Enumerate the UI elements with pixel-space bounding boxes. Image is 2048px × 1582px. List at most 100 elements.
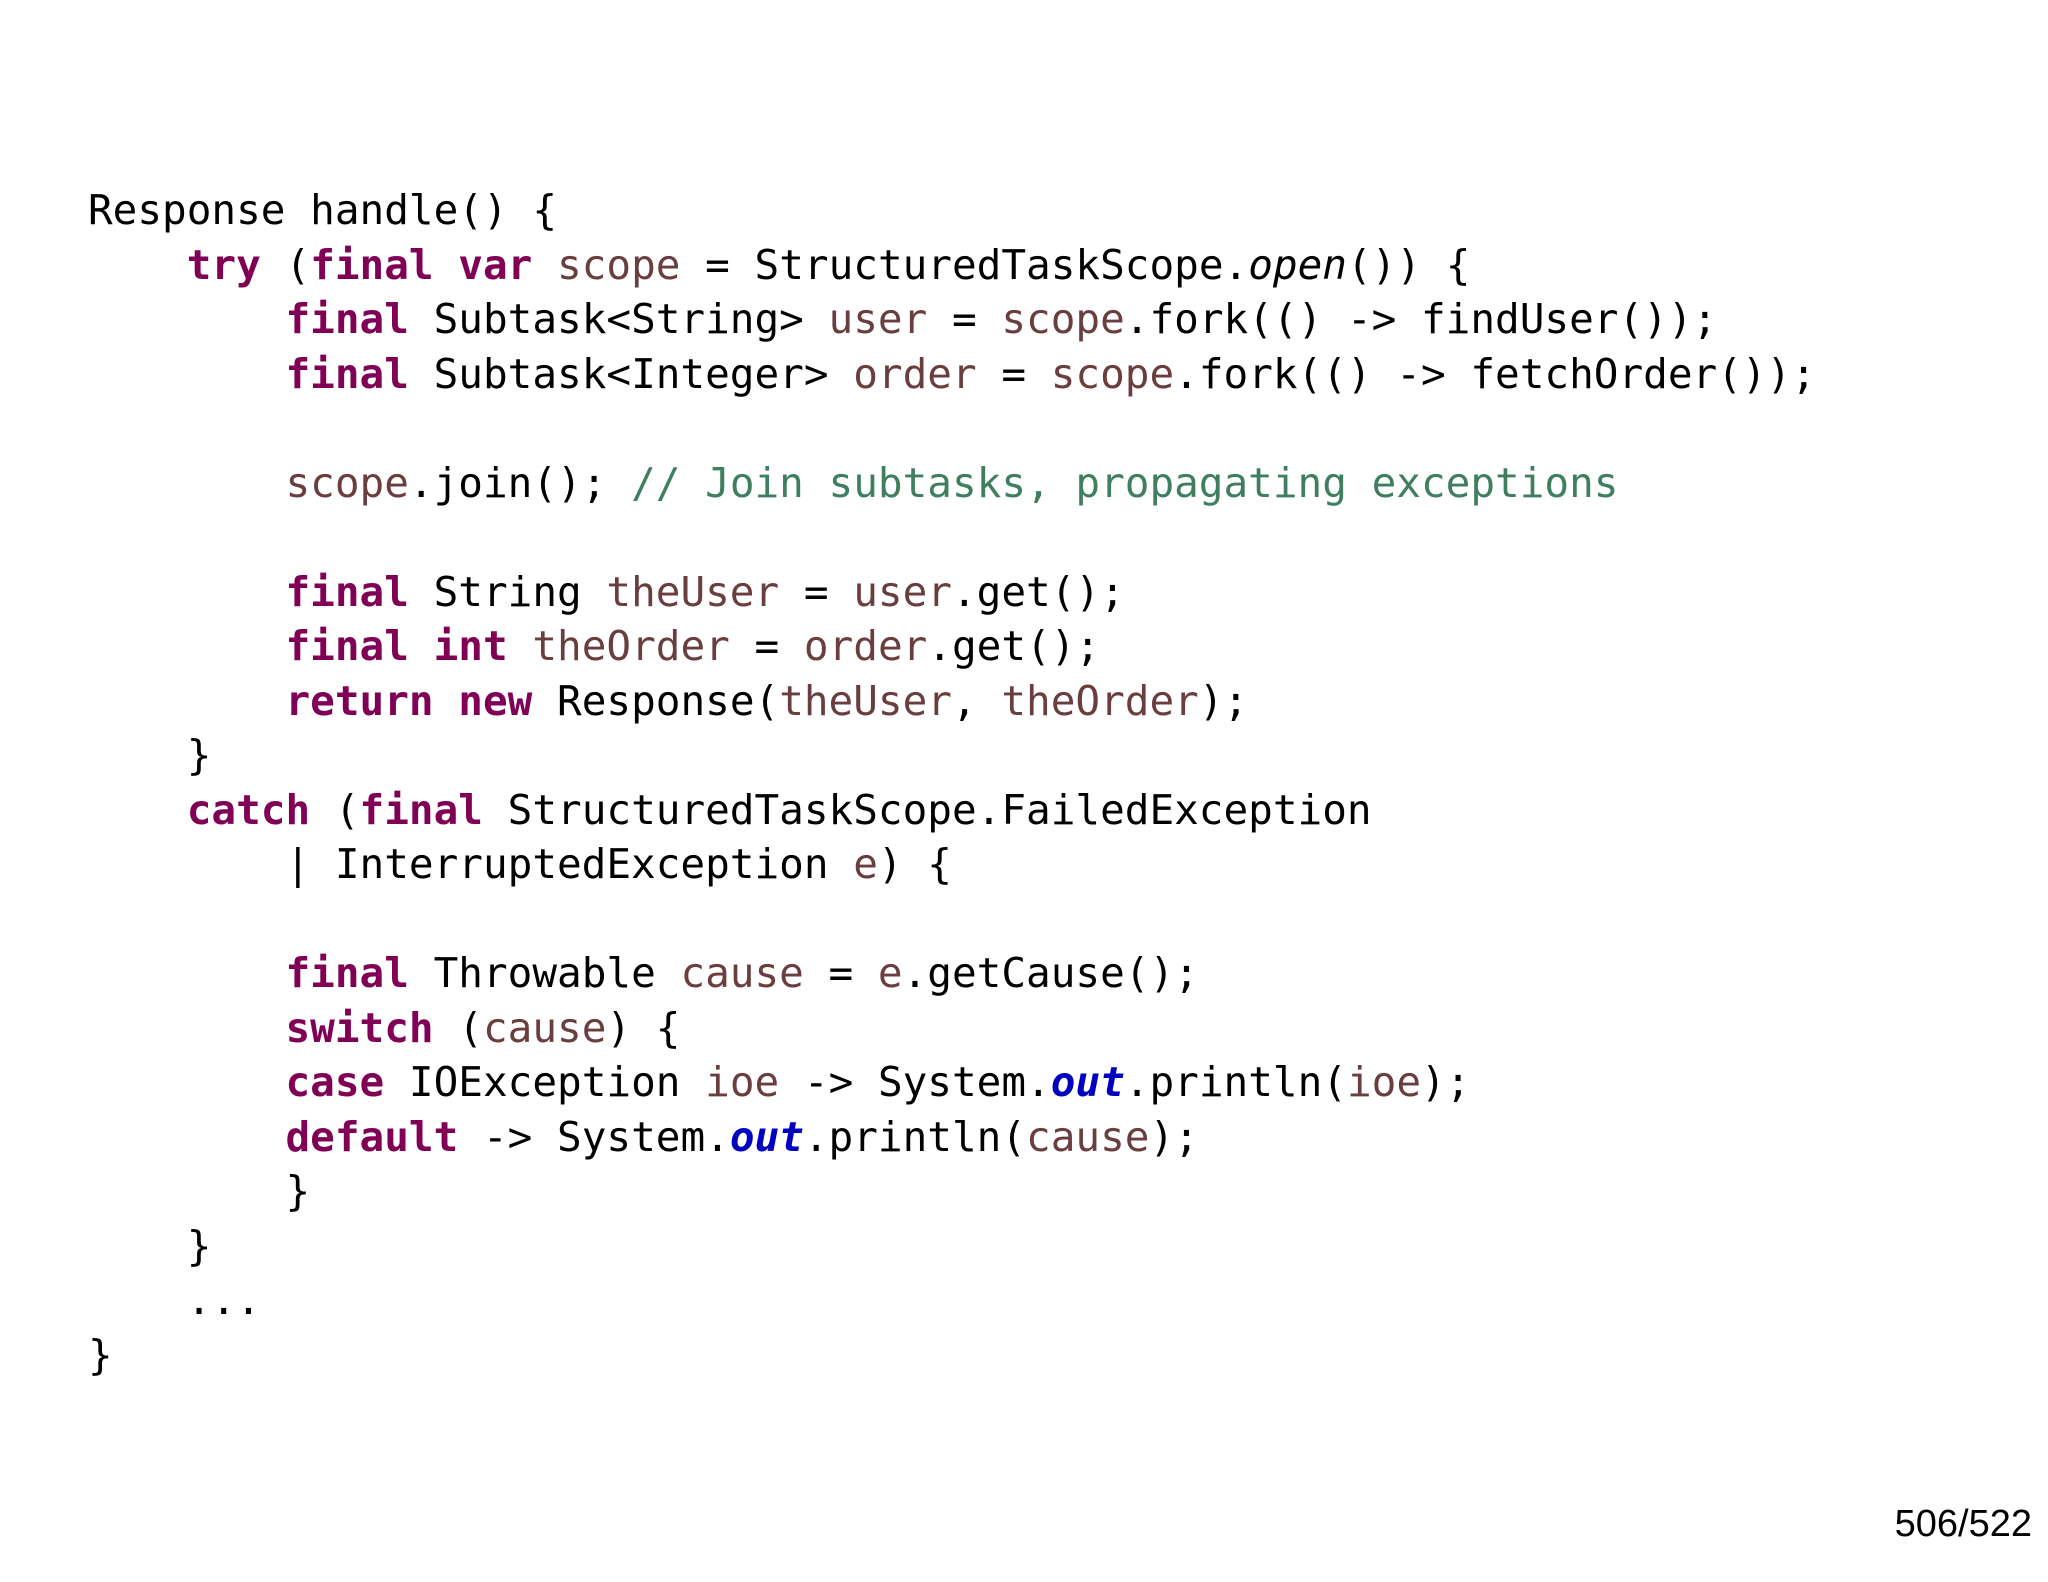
code-token: = — [779, 567, 854, 616]
variable-token: ioe — [1346, 1058, 1422, 1106]
code-line: final Subtask<String> user = scope.fork(… — [88, 292, 1816, 347]
code-token: .fork(() -> fetchOrder()); — [1174, 349, 1816, 398]
code-line: final String theUser = user.get(); — [88, 565, 1816, 620]
code-token: IOException — [384, 1058, 706, 1106]
code-line: ... — [88, 1273, 1816, 1328]
code-token: ) { — [877, 840, 952, 888]
variable-token: theUser — [779, 676, 952, 725]
variable-token: e — [877, 949, 903, 997]
code-line: return new Response(theUser, theOrder); — [88, 674, 1816, 729]
variable-token: cause — [680, 949, 804, 997]
variable-token: user — [853, 567, 952, 616]
code-token — [88, 350, 285, 398]
code-token — [88, 677, 285, 725]
code-token: ()) { — [1346, 240, 1471, 289]
code-token: .getCause(); — [902, 949, 1199, 997]
keyword-token: final — [285, 349, 409, 398]
code-token: Response handle() { — [88, 186, 557, 234]
code-line: | InterruptedException e) { — [88, 837, 1816, 892]
code-token: String — [408, 567, 607, 616]
code-token: | InterruptedException — [88, 840, 854, 888]
code-token: ); — [1149, 1112, 1199, 1161]
code-line: default -> System.out.println(cause); — [88, 1110, 1816, 1165]
code-line: scope.join(); // Join subtasks, propagat… — [88, 456, 1816, 511]
code-token — [88, 622, 285, 670]
variable-token: scope — [285, 458, 409, 507]
keyword-token: return — [285, 676, 434, 725]
keyword-token: try — [186, 240, 261, 289]
code-token: .println( — [803, 1112, 1027, 1161]
code-token — [434, 241, 459, 289]
keyword-token: switch — [285, 1003, 434, 1052]
code-token: } — [88, 1221, 212, 1270]
code-token: -> System. — [779, 1058, 1051, 1106]
code-block: Response handle() { try (final var scope… — [88, 183, 1816, 1382]
code-token: Subtask<String> — [408, 295, 829, 343]
code-token — [88, 568, 285, 616]
code-token — [508, 622, 533, 670]
code-line: } — [88, 728, 1816, 783]
code-token: ) { — [606, 1003, 681, 1052]
variable-token: e — [853, 840, 878, 888]
code-token: .join(); — [408, 458, 632, 507]
code-line: try (final var scope = StructuredTaskSco… — [88, 238, 1816, 293]
variable-token: order — [853, 349, 977, 398]
code-token: } — [88, 1330, 113, 1379]
code-token: = StructuredTaskScope. — [680, 240, 1249, 289]
code-token: Subtask<Integer> — [408, 349, 854, 398]
code-token: } — [88, 731, 212, 779]
keyword-token: var — [458, 240, 533, 289]
keyword-token: catch — [186, 785, 311, 834]
variable-token: theUser — [606, 567, 780, 616]
code-token — [88, 1113, 285, 1161]
code-token: ... — [88, 1276, 261, 1324]
code-line: } — [88, 1164, 1816, 1219]
code-line: } — [88, 1219, 1816, 1274]
keyword-token: final — [310, 240, 434, 289]
keyword-token: final — [285, 622, 409, 670]
code-token: Response( — [532, 676, 780, 725]
code-line — [88, 510, 1816, 565]
code-token — [88, 241, 187, 289]
code-token — [532, 241, 557, 289]
code-line: } — [88, 1328, 1816, 1383]
code-token — [88, 459, 285, 507]
code-token: } — [88, 1167, 311, 1215]
code-token — [88, 1058, 285, 1106]
code-token: .get(); — [927, 622, 1101, 670]
code-line: final int theOrder = order.get(); — [88, 619, 1816, 674]
variable-token: user — [828, 295, 928, 343]
keyword-token: case — [285, 1058, 385, 1106]
keyword-token: new — [458, 676, 533, 725]
variable-token: ioe — [705, 1058, 780, 1106]
code-token: = — [976, 349, 1051, 398]
code-line: final Throwable cause = e.getCause(); — [88, 946, 1816, 1001]
code-line: case IOException ioe -> System.out.print… — [88, 1055, 1816, 1110]
code-line — [88, 401, 1816, 456]
page-number: 506/522 — [1894, 1503, 2032, 1545]
code-token: ( — [260, 240, 311, 289]
code-token — [88, 1004, 285, 1052]
code-token: ( — [433, 1003, 483, 1052]
variable-token: order — [803, 622, 928, 670]
code-line — [88, 892, 1816, 947]
keyword-token: final — [285, 567, 409, 616]
code-token: StructuredTaskScope.FailedException — [482, 785, 1372, 834]
code-token — [434, 677, 459, 725]
code-token: Throwable — [408, 949, 681, 997]
code-token — [88, 786, 187, 834]
code-token: .get(); — [952, 567, 1125, 616]
code-token: = — [803, 949, 878, 997]
code-line: Response handle() { — [88, 183, 1816, 238]
variable-token: theOrder — [1001, 676, 1199, 725]
variable-token: cause — [1026, 1112, 1150, 1161]
code-line: final Subtask<Integer> order = scope.for… — [88, 347, 1816, 402]
comment-token: // Join subtasks, propagating exceptions — [631, 458, 1619, 507]
code-token: ); — [1198, 676, 1249, 725]
keyword-token: int — [433, 622, 508, 670]
code-token: ( — [310, 785, 360, 834]
keyword-token: final — [359, 785, 483, 834]
static-field-token: out — [729, 1112, 804, 1161]
code-token: .fork(() -> findUser()); — [1124, 295, 1718, 343]
keyword-token: default — [285, 1112, 459, 1161]
